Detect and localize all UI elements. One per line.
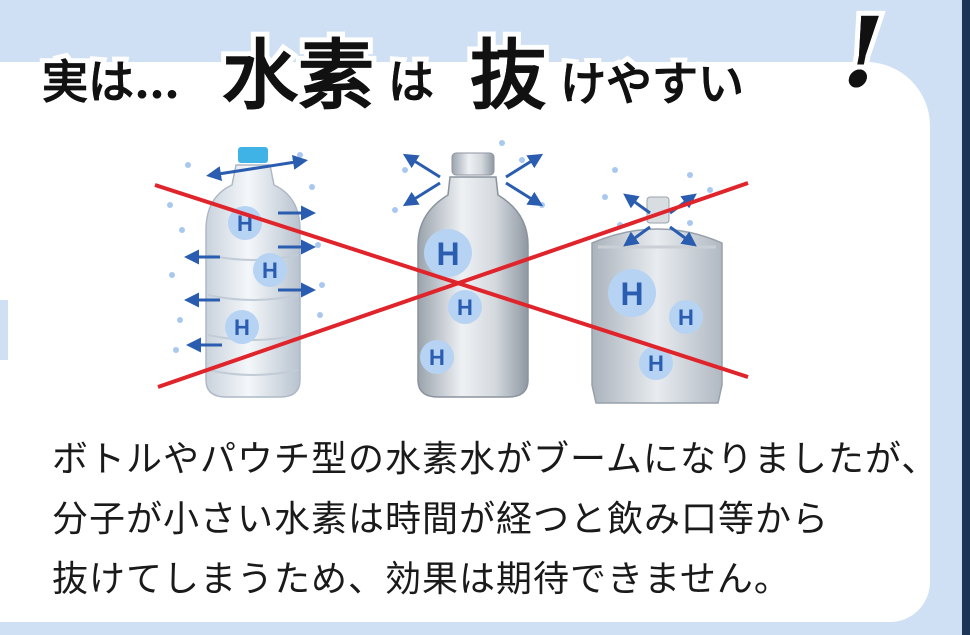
headline-part4: 抜 [470, 31, 546, 120]
hydrogen-label: H [457, 295, 473, 320]
headline-part1: 実は… [42, 55, 180, 109]
headline-part5-outline: けやすい [555, 52, 749, 116]
headline-part3: は [388, 55, 434, 109]
hydrogen-label: H [262, 258, 278, 283]
hydrogen-label: H [234, 315, 250, 340]
headline-part4-outline: 抜 [465, 26, 551, 125]
headline-part1-outline: 実は… [37, 50, 185, 114]
description-line-3: 抜けてしまうため、効果は期待できません。 [52, 559, 791, 600]
prohibition-cross [154, 181, 749, 389]
description-line-2: 分子が小さい水素は時間が経つと飲み口等から [52, 499, 830, 540]
description: ボトルやパウチ型の水素水がブームになりましたが、 分子が小さい水素は時間が経つと… [52, 430, 939, 610]
hydrogen-label: H [648, 351, 664, 376]
hydrogen-leak-illustration: H H H H H H H H H [154, 140, 749, 404]
card-notch [0, 300, 8, 360]
hydrogen-label: H [436, 236, 459, 272]
headline-part6-outline: ! [837, 0, 889, 114]
headline-part5: けやすい [560, 57, 744, 111]
headline-part2: 水素 [222, 31, 374, 120]
description-line-1: ボトルやパウチ型の水素水がブームになりましたが、 [52, 439, 939, 480]
hydrogen-label: H [429, 345, 445, 370]
headline: 実は… 水素 は 抜 けやすい ! 実は… 水素 は 抜 けやすい ! [0, 0, 970, 130]
headline-part6: ! [842, 0, 885, 109]
right-edge-strip [962, 0, 970, 635]
hydrogen-label: H [620, 276, 643, 312]
hydrogen-label: H [678, 305, 694, 330]
headline-part2-outline: 水素 [217, 26, 379, 125]
headline-part3-outline: は [383, 50, 439, 114]
